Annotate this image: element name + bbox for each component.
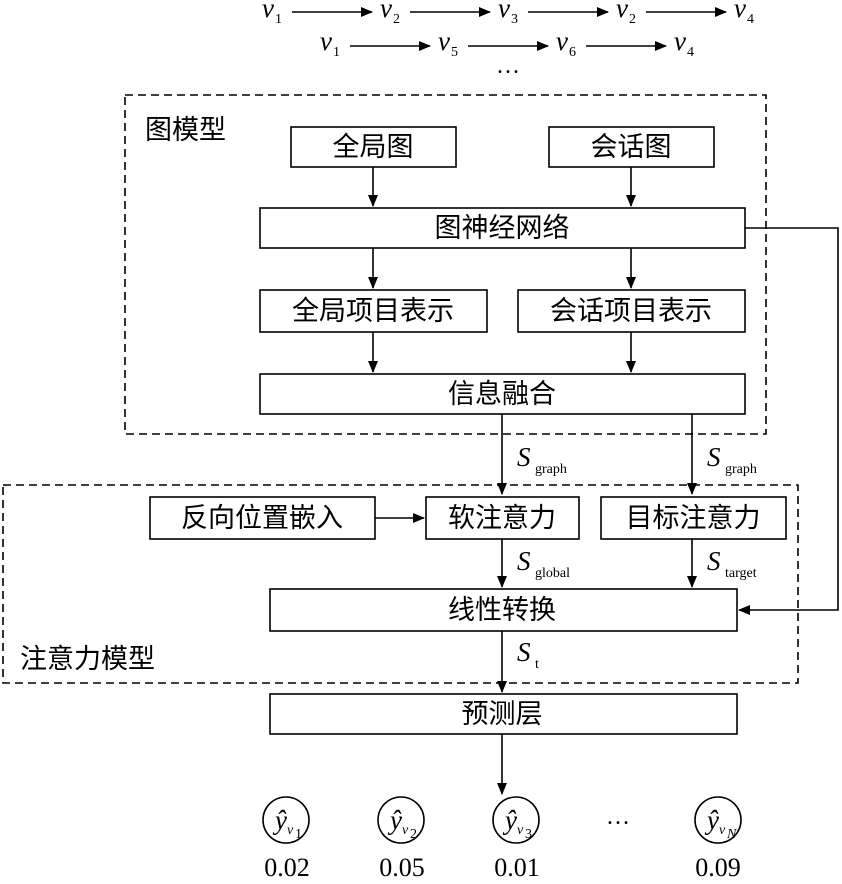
session-graph-box: [548, 126, 715, 168]
global-graph-box: [290, 126, 457, 168]
label-s-target: S target: [707, 546, 757, 581]
target-attention-box: [600, 496, 787, 540]
gnn-label: 图神经网络: [435, 213, 570, 244]
s-global-symbol: S: [517, 546, 531, 576]
output-3-value: 0.01: [494, 853, 540, 882]
global-item-repr-label: 全局项目表示: [292, 296, 454, 327]
outputs-ellipsis: …: [606, 804, 630, 830]
seq1-node-1-symbol: v: [262, 0, 274, 23]
seq1-node-5-sub: 4: [747, 12, 754, 27]
seq1-node-2-symbol: v: [380, 0, 392, 23]
session-item-repr-box: [517, 289, 746, 333]
output-n-circle: [694, 796, 742, 844]
reverse-pos-embed-label: 反向位置嵌入: [181, 503, 343, 534]
output-n-symbol: ŷ: [704, 805, 719, 835]
output-n: ŷ v N 0.09: [694, 796, 742, 882]
output-2-symbol: ŷ: [387, 805, 402, 835]
output-n-value: 0.09: [695, 853, 741, 882]
output-1-sub: v: [287, 823, 294, 838]
output-n-sub: v: [719, 823, 726, 838]
seq2-node-3-sub: 6: [569, 45, 576, 60]
output-1-symbol: ŷ: [272, 805, 287, 835]
seq1-node-1-sub: 1: [275, 12, 282, 27]
label-s-global: S global: [517, 546, 570, 581]
seq1-node-4-symbol: v: [616, 0, 628, 23]
graph-model-title: 图模型: [145, 115, 226, 146]
linear-transform-label: 线性转换: [448, 595, 556, 626]
attention-model-title: 注意力模型: [20, 644, 155, 675]
seq2-node-2-sub: 5: [451, 45, 458, 60]
seq1-node-2-sub: 2: [393, 12, 400, 27]
output-1-value: 0.02: [264, 853, 310, 882]
seq2-node-4-sub: 4: [687, 45, 694, 60]
seq2-node-2-symbol: v: [438, 26, 450, 56]
global-item-repr-box: [259, 289, 488, 333]
seq1-node-3-sub: 3: [511, 12, 518, 27]
s-t-symbol: S: [517, 637, 531, 667]
sequence-2: v 1 v 5 v 6 v 4: [320, 26, 694, 60]
s-t-sub: t: [535, 657, 539, 672]
info-fusion-box: [259, 373, 746, 415]
output-3-subsub: 3: [525, 827, 532, 842]
attention-model-group: [2, 484, 799, 684]
sequence-1: v 1 v 2 v 3 v 2 v 4: [262, 0, 754, 27]
target-attention-label: 目标注意力: [626, 503, 761, 534]
info-fusion-label: 信息融合: [448, 379, 556, 410]
reverse-pos-embed-box: [149, 496, 376, 540]
seq2-node-1-sub: 1: [333, 45, 340, 60]
sequence-ellipsis: …: [496, 53, 520, 79]
label-s-graph-right: S graph: [707, 442, 757, 477]
output-3: ŷ v 3 0.01: [492, 796, 540, 882]
seq1-node-4-sub: 2: [629, 12, 636, 27]
output-1: ŷ v 1 0.02: [262, 796, 310, 882]
arrow-gnn-to-linear-transform: [738, 227, 839, 615]
seq2-node-1-symbol: v: [320, 26, 332, 56]
s-graph-right-symbol: S: [707, 442, 721, 472]
output-1-subsub: 1: [295, 827, 302, 842]
output-2-circle: [377, 796, 425, 844]
s-global-sub: global: [535, 566, 570, 581]
soft-attention-label: 软注意力: [448, 503, 556, 534]
output-2-sub: v: [402, 823, 409, 838]
output-3-symbol: ŷ: [502, 805, 517, 835]
prediction-layer-box: [269, 693, 738, 735]
output-1-circle: [262, 796, 310, 844]
graph-model-group: [124, 94, 767, 435]
label-s-t: S t: [517, 637, 539, 672]
seq1-node-5-symbol: v: [734, 0, 746, 23]
session-item-repr-label: 会话项目表示: [550, 296, 712, 327]
prediction-layer-label: 预测层: [462, 699, 543, 730]
output-3-sub: v: [517, 823, 524, 838]
gnn-box: [259, 207, 746, 249]
output-2: ŷ v 2 0.05: [377, 796, 425, 882]
output-n-subsub: N: [726, 827, 737, 842]
s-graph-right-sub: graph: [725, 462, 757, 477]
output-2-subsub: 2: [410, 827, 417, 842]
seq1-node-3-symbol: v: [498, 0, 510, 23]
seq2-node-3-symbol: v: [556, 26, 568, 56]
seq2-node-4-symbol: v: [674, 26, 686, 56]
output-3-circle: [492, 796, 540, 844]
s-graph-left-sub: graph: [535, 462, 567, 477]
linear-transform-box: [269, 588, 738, 632]
s-target-sub: target: [725, 566, 757, 581]
global-graph-label: 全局图: [333, 132, 414, 163]
s-target-symbol: S: [707, 546, 721, 576]
output-2-value: 0.05: [379, 853, 425, 882]
session-graph-label: 会话图: [591, 132, 672, 163]
label-s-graph-left: S graph: [517, 442, 567, 477]
s-graph-left-symbol: S: [517, 442, 531, 472]
